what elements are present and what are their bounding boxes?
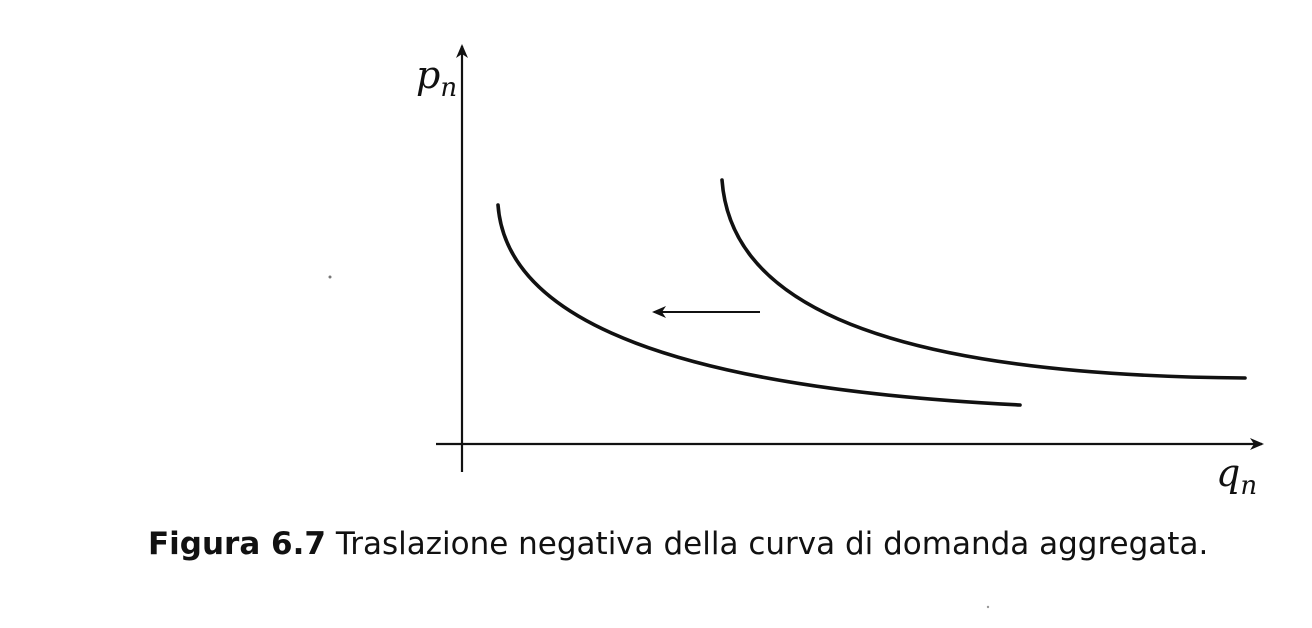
y-axis-label: pn bbox=[416, 53, 457, 103]
scan-speck bbox=[328, 275, 332, 279]
scan-speck bbox=[986, 605, 990, 609]
figure-caption: Figura 6.7 Traslazione negativa della cu… bbox=[148, 526, 1208, 562]
demand-curve-original bbox=[720, 178, 1247, 380]
caption-number: Figura 6.7 bbox=[148, 526, 326, 562]
demand-curve-shifted bbox=[496, 203, 1022, 407]
x-axis-label: qn bbox=[1216, 451, 1257, 501]
caption-text: Traslazione negativa della curva di doma… bbox=[335, 526, 1209, 562]
